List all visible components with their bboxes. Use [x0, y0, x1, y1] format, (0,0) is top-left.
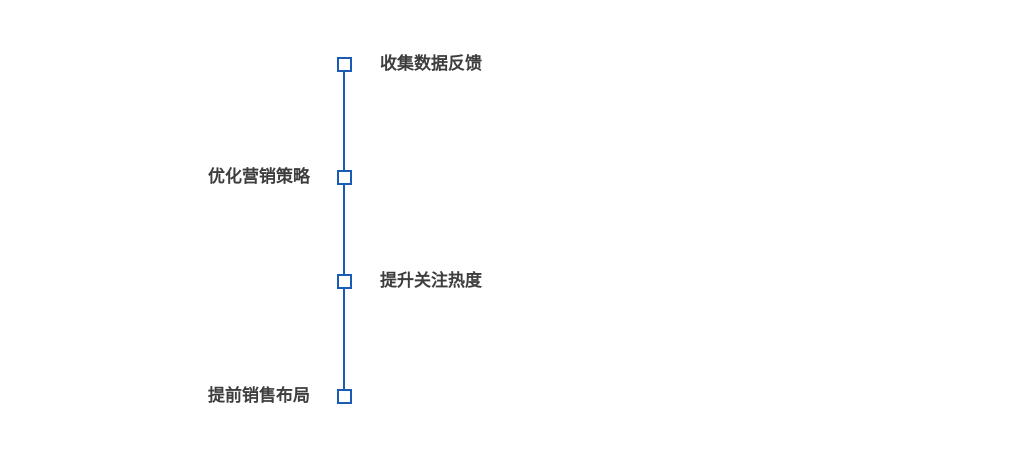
timeline-node-label: 收集数据反馈	[380, 54, 482, 73]
timeline-node-square-icon	[337, 170, 352, 185]
timeline-node-square-icon	[337, 57, 352, 72]
timeline-node-square-icon	[337, 274, 352, 289]
timeline-node-label: 优化营销策略	[208, 167, 310, 186]
timeline-axis-line	[343, 64, 345, 396]
timeline-node-label: 提前销售布局	[208, 386, 310, 405]
timeline-node-label: 提升关注热度	[380, 271, 482, 290]
timeline-node-square-icon	[337, 389, 352, 404]
